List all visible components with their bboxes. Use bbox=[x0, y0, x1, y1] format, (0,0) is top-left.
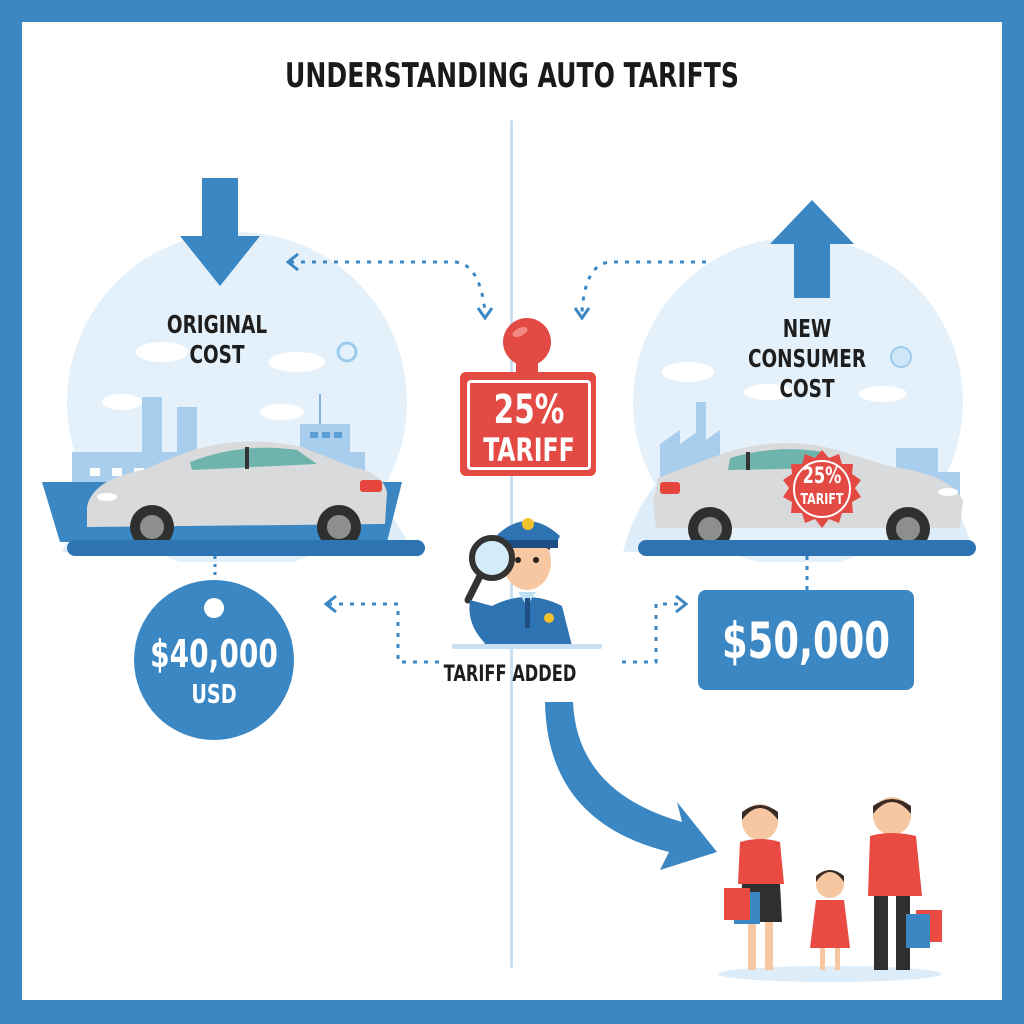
family-shoppers-icon bbox=[718, 797, 942, 982]
curved-arrow-icon bbox=[545, 702, 717, 870]
original-price-tag: $40,000 USD bbox=[134, 580, 294, 740]
infographic-canvas: UNDERSTANDING AUTO TARIFTS bbox=[22, 22, 1002, 1000]
heading-line-1: NEW CONSUMER bbox=[747, 314, 867, 373]
new-price: $50,000 bbox=[721, 612, 890, 670]
tariff-added-caption: TARIFF ADDED bbox=[443, 662, 577, 687]
new-consumer-cost-heading: NEW CONSUMER COST bbox=[721, 314, 893, 404]
tag-hole bbox=[204, 598, 224, 618]
platform-bar bbox=[638, 540, 976, 556]
stamp-percent: 25% bbox=[493, 387, 565, 433]
original-cost-heading: ORIGINAL COST bbox=[147, 310, 286, 370]
new-price-box: $50,000 bbox=[698, 590, 914, 690]
tag-string bbox=[213, 556, 217, 582]
seal-word: TARIFT bbox=[800, 490, 844, 508]
dotted-connector-left bbox=[323, 594, 444, 664]
customs-officer-icon bbox=[464, 518, 572, 646]
tariff-stamp: 25% TARIFF bbox=[460, 372, 596, 476]
cloud-icons bbox=[102, 342, 325, 420]
heading-line-2: COST bbox=[779, 374, 835, 403]
heading-line-1: ORIGINAL bbox=[166, 310, 268, 339]
page-title: UNDERSTANDING AUTO TARIFTS bbox=[285, 56, 739, 96]
stamp-word: TARIFF bbox=[483, 431, 575, 469]
seal-percent: 25% bbox=[802, 464, 842, 489]
down-arrow-icon bbox=[180, 178, 260, 286]
box-string bbox=[805, 556, 809, 592]
officer-desk bbox=[452, 644, 602, 649]
platform-bar bbox=[67, 540, 425, 556]
dotted-connector-right bbox=[622, 594, 689, 664]
original-price: $40,000 bbox=[150, 632, 278, 676]
right-scene-illustration bbox=[623, 237, 976, 562]
up-arrow-icon bbox=[770, 200, 854, 298]
cloud-icons bbox=[662, 362, 907, 402]
car-icon bbox=[87, 441, 387, 549]
magnifying-glass-icon bbox=[464, 535, 515, 604]
rubber-stamp-icon bbox=[503, 318, 551, 378]
tariff-seal-icon: 25% TARIFT bbox=[782, 450, 862, 530]
currency-label: USD bbox=[191, 680, 237, 710]
heading-line-2: COST bbox=[189, 340, 245, 369]
left-scene-illustration bbox=[42, 232, 425, 562]
